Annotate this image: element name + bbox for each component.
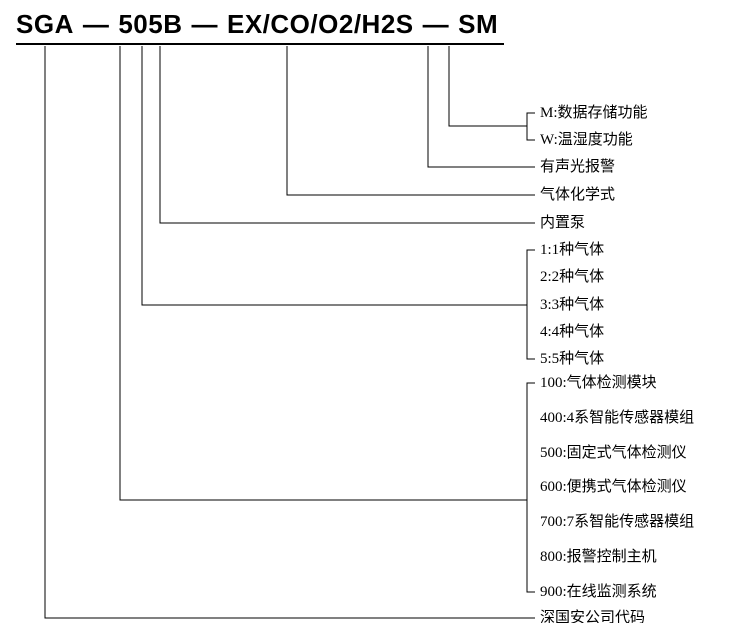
label-gas-count-2: 2:2种气体 [540, 269, 605, 285]
label-series-700: 700:7系智能传感器模组 [540, 514, 695, 530]
suffix-code: SM [458, 9, 499, 39]
label-series-900: 900:在线监测系统 [540, 584, 657, 600]
label-series-500: 500:固定式气体检测仪 [540, 445, 687, 461]
model-code-title: SGA — 505B — EX/CO/O2/H2S — SM [16, 8, 505, 45]
bracket-gas-count [526, 249, 535, 360]
dash-separator: — [422, 9, 450, 39]
label-gas-count-5: 5:5种气体 [540, 351, 605, 367]
label-gas-count-1: 1:1种气体 [540, 242, 605, 258]
connector-alarm [427, 46, 535, 168]
bracket-series [526, 382, 535, 593]
connector-gas-count [141, 46, 527, 306]
label-gas-count-4: 4:4种气体 [540, 324, 605, 340]
label-series-600: 600:便携式气体检测仪 [540, 479, 687, 495]
label-built-in-pump: 内置泵 [540, 215, 586, 231]
label-w-temp-humidity-function: W:温湿度功能 [540, 132, 633, 148]
dash-separator: — [191, 9, 218, 39]
label-sound-light-alarm: 有声光报警 [540, 159, 616, 175]
connector-pump [159, 46, 535, 224]
label-gas-chemical-formula: 气体化学式 [540, 187, 616, 203]
label-series-100: 100:气体检测模块 [540, 375, 657, 391]
series-code: 505B [118, 9, 183, 39]
dash-separator: — [82, 9, 110, 39]
bracket-mw [526, 112, 535, 141]
gas-list-code: EX/CO/O2/H2S [227, 9, 414, 39]
label-company-code: 深国安公司代码 [540, 610, 646, 623]
label-m-storage-function: M:数据存储功能 [540, 105, 648, 121]
connector-gas-formula [286, 46, 535, 196]
connector-mw [448, 46, 527, 127]
label-series-400: 400:4系智能传感器模组 [540, 410, 695, 426]
label-series-800: 800:报警控制主机 [540, 549, 657, 565]
connector-series [119, 46, 527, 501]
connector-company-code [44, 46, 535, 619]
label-gas-count-3: 3:3种气体 [540, 297, 605, 313]
brand-code: SGA [16, 9, 74, 39]
